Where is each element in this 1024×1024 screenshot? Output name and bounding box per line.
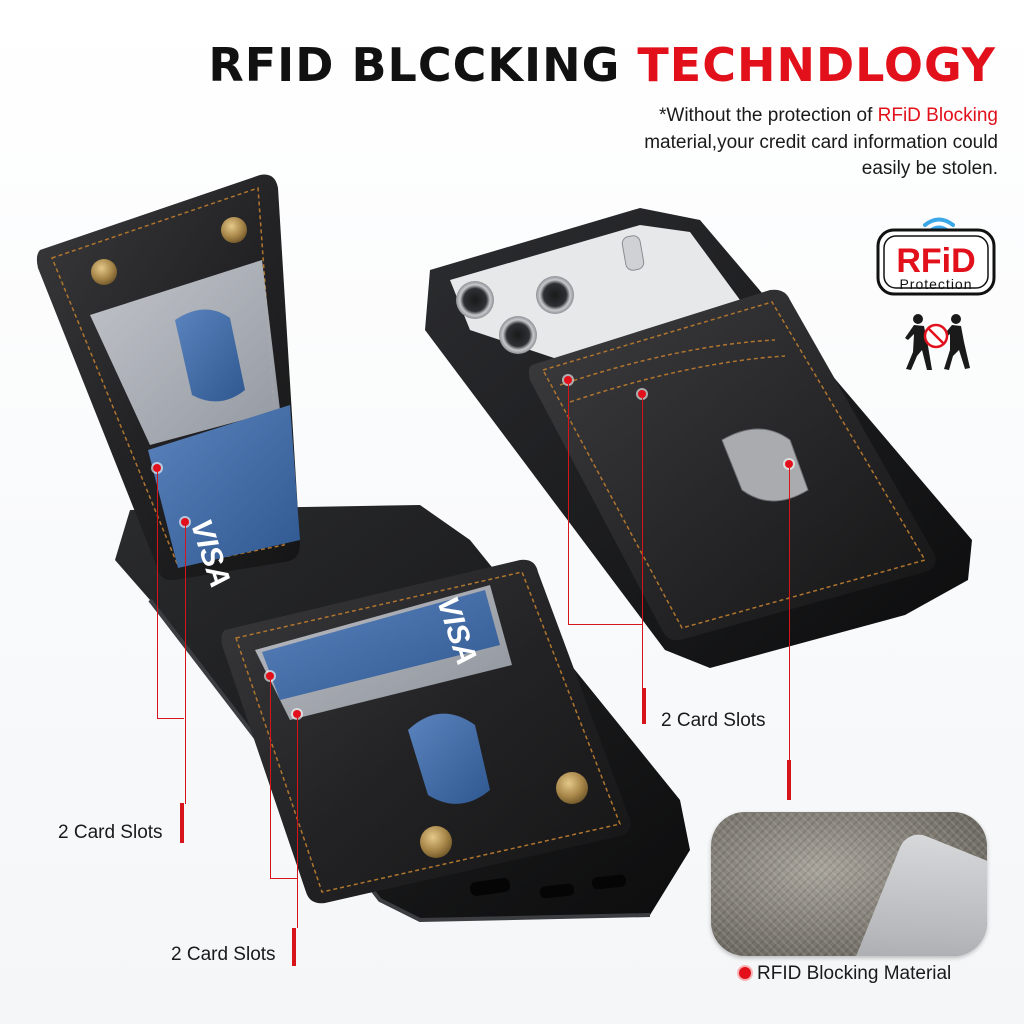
- headline-part-2: TECHNDLOGY: [637, 38, 996, 92]
- callout-label-right: 2 Card Slots: [661, 710, 766, 731]
- callout-line: [297, 718, 298, 928]
- callout-dot: [266, 672, 274, 680]
- callout-line: [185, 526, 186, 804]
- note-prefix: *Without the protection of: [659, 105, 878, 126]
- headline-part-1: RFID BLCCKING: [208, 38, 621, 92]
- callout-line: [157, 718, 184, 719]
- callout-dot: [785, 460, 793, 468]
- callout-line: [789, 468, 790, 760]
- callout-label-left-top: 2 Card Slots: [58, 822, 163, 843]
- callout-dot: [638, 390, 646, 398]
- callout-line: [568, 384, 569, 624]
- headline: RFID BLCCKING TECHNDLOGY: [208, 38, 996, 92]
- rfid-material-swatch: [711, 812, 987, 956]
- note-highlight: RFiD Blocking: [877, 105, 998, 126]
- callout-tick: [787, 760, 791, 800]
- callout-dot: [564, 376, 572, 384]
- note-line-2: material,your credit card information co…: [644, 131, 998, 153]
- material-label: RFID Blocking Material: [757, 963, 952, 984]
- callout-tick: [180, 803, 184, 843]
- flip-wallet-case-illustration: VISA VISA: [36, 174, 690, 923]
- callout-label-left-bottom: 2 Card Slots: [171, 944, 276, 965]
- callout-dot: [153, 464, 161, 472]
- callout-line: [157, 472, 158, 718]
- callout-line: [270, 878, 297, 879]
- rfid-protection-badge: RFiD Protection: [876, 210, 996, 296]
- badge-sub-text: Protection: [899, 276, 972, 292]
- note-line-3: easily be stolen.: [861, 158, 998, 179]
- material-bullet-icon: [739, 967, 751, 979]
- rfid-badge-graphic: RFiD Protection: [876, 217, 996, 296]
- callout-dot: [181, 518, 189, 526]
- callout-line: [568, 624, 642, 625]
- rfid-note: *Without the protection of RFiD Blocking…: [578, 103, 998, 183]
- callout-line: [642, 398, 643, 688]
- material-fold: [855, 828, 987, 956]
- badge-main-text: RFiD: [896, 242, 975, 280]
- callout-tick: [292, 928, 296, 966]
- callout-line: [270, 680, 271, 878]
- callout-tick: [642, 688, 646, 724]
- card-slot-case-illustration: [425, 208, 972, 668]
- callout-dot: [293, 710, 301, 718]
- thief-scan-icon: [905, 314, 970, 370]
